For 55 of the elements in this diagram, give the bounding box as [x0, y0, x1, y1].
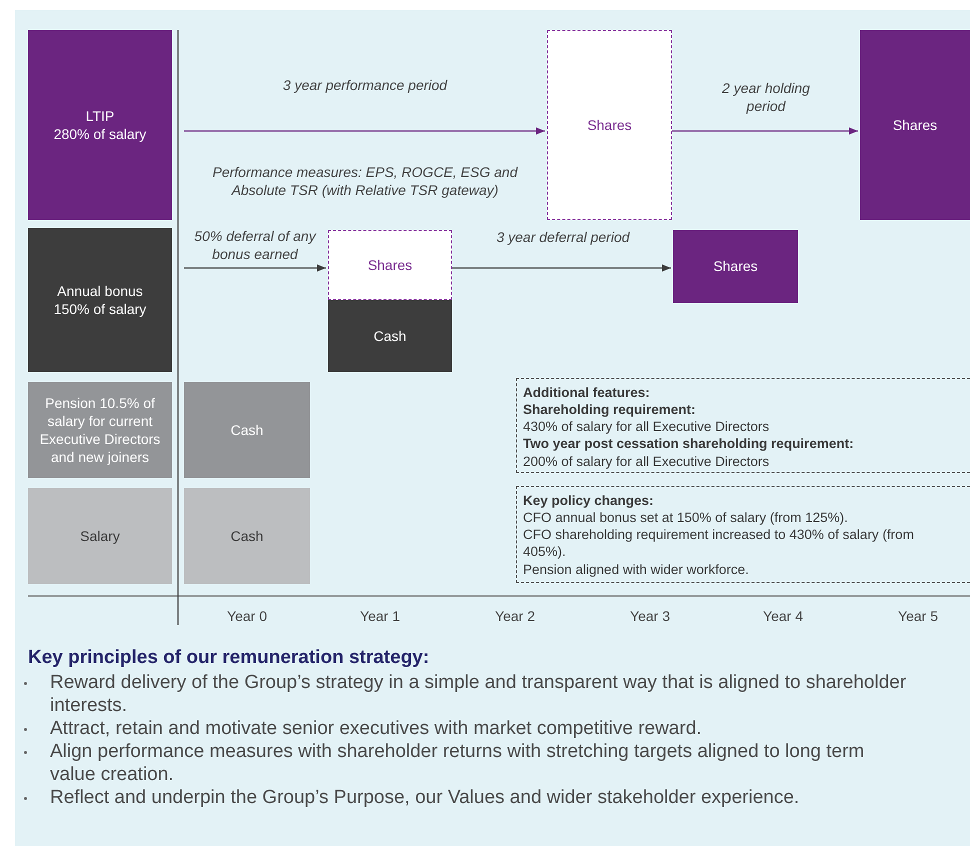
plan-box	[28, 382, 172, 478]
note-text: Pension aligned with wider workforce.	[523, 560, 749, 578]
box-label: Cash	[230, 420, 264, 440]
note-text: CFO shareholding requirement increased to 430% of salary (from 405%).	[523, 526, 915, 561]
edge-label: 3 year deferral period	[495, 229, 631, 246]
note-text: 200% of salary for all Executive Directors	[523, 452, 770, 470]
bullet-text: Align performance measures with shareholder returns with stretching targets aligned to long term value creation.	[50, 740, 866, 786]
edge-label: 50% deferral of any bonus earned	[193, 228, 318, 263]
plan-box	[328, 300, 452, 372]
plan-box	[328, 230, 452, 300]
arrow	[452, 264, 671, 272]
arrow	[184, 264, 326, 272]
year-label: Year 2	[495, 608, 535, 624]
note-box	[516, 378, 970, 473]
box-label: Shares	[713, 257, 758, 276]
year-label: Year 1	[360, 608, 400, 624]
box-label: LTIP	[86, 106, 114, 125]
box-label: Shares	[892, 116, 938, 134]
note-text: Key policy changes:	[523, 492, 654, 510]
plan-box	[184, 488, 310, 584]
note-text: 430% of salary for all Executive Directors	[523, 418, 770, 436]
box-label: Salary	[80, 526, 120, 546]
note-text: Two year post cessation shareholding requirement:	[523, 435, 854, 453]
note-box	[516, 486, 970, 583]
edge-label: 3 year performance period	[282, 77, 448, 94]
plan-box	[28, 488, 172, 584]
year-label: Year 3	[630, 608, 670, 624]
box-label: 280% of salary	[54, 125, 146, 144]
note-text: Additional features:	[523, 384, 650, 402]
bullet-text: Attract, retain and motivate senior executives with market competitive reward.	[50, 717, 702, 740]
bullet-text: Reward delivery of the Group’s strategy in a simple and transparent way that is aligned to shareholder interests.	[50, 671, 908, 717]
bullet-text: Reflect and underpin the Group’s Purpose, our Values and wider stakeholder experience.	[50, 786, 800, 809]
note-text: Shareholding requirement:	[523, 401, 696, 418]
plan-box	[28, 30, 172, 220]
note-text: CFO annual bonus set at 150% of salary (from 125%).	[523, 509, 848, 526]
box-label: Cash	[230, 526, 264, 546]
box-label: 150% of salary	[54, 300, 146, 318]
arrow	[184, 127, 545, 135]
edge-label: 2 year holding period	[721, 80, 811, 115]
year-label: Year 4	[763, 608, 803, 624]
box-label: Annual bonus	[57, 282, 143, 300]
box-label: Cash	[374, 326, 406, 346]
plan-box	[184, 382, 310, 478]
box-label: Pension 10.5% of salary for current Executive Directors and new joiners	[38, 394, 162, 466]
performance-measures-note: Performance measures: EPS, ROGCE, ESG and Absolute TSR (with Relative TSR gateway)	[211, 164, 519, 199]
plan-box	[28, 228, 172, 372]
plan-box	[860, 30, 970, 220]
section-heading: Key principles of our remuneration strategy:	[28, 647, 430, 669]
box-label: Shares	[587, 116, 632, 134]
box-label: Shares	[368, 256, 412, 274]
plan-box	[547, 30, 672, 220]
arrow	[672, 127, 858, 135]
plan-box	[673, 230, 798, 303]
year-label: Year 5	[898, 608, 938, 624]
year-label: Year 0	[227, 608, 267, 624]
